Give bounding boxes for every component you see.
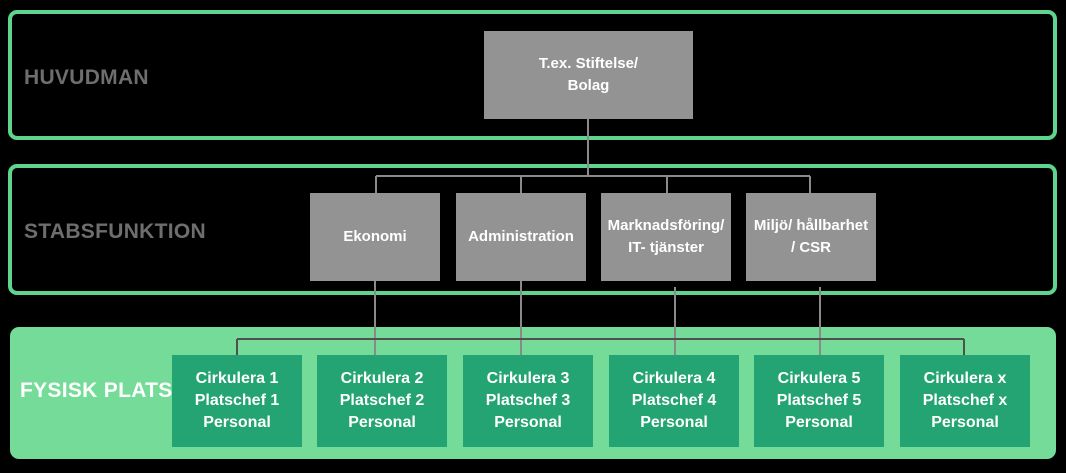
site-chef: Platschef 3	[485, 392, 571, 409]
box-site-x: Cirkulera x Platschef x Personal	[900, 355, 1030, 447]
site-chef: Platschef 5	[776, 392, 862, 409]
site-staff: Personal	[203, 414, 271, 431]
box-staff-line2: / CSR	[790, 239, 831, 256]
box-staff-line1: Ekonomi	[343, 228, 407, 245]
box-top-line2: Bolag	[567, 77, 610, 94]
box-site-5: Cirkulera 5 Platschef 5 Personal	[754, 355, 884, 447]
box-top-line1: T.ex. Stiftelse/	[538, 55, 639, 72]
site-name: Cirkulera x	[923, 370, 1007, 387]
site-staff: Personal	[931, 414, 999, 431]
band-label-stabsfunktion: STABSFUNKTION	[24, 220, 206, 243]
site-name: Cirkulera 2	[340, 370, 424, 387]
site-staff: Personal	[494, 414, 562, 431]
band-label-fysisk-plats: FYSISK PLATS	[20, 379, 173, 402]
box-staff-line1: Marknadsföring/	[607, 217, 725, 234]
site-chef: Platschef 2	[339, 392, 425, 409]
site-staff: Personal	[348, 414, 416, 431]
box-site-3: Cirkulera 3 Platschef 3 Personal	[463, 355, 593, 447]
box-staff-miljo: Miljö/ hållbarhet / CSR	[746, 193, 876, 281]
site-chef: Platschef 1	[194, 392, 280, 409]
box-staff-line1: Administration	[468, 228, 574, 245]
box-staff-line2: IT- tjänster	[628, 239, 704, 256]
box-staff-ekonomi: Ekonomi	[310, 193, 440, 281]
box-staff-administration: Administration	[456, 193, 586, 281]
site-staff: Personal	[640, 414, 708, 431]
box-site-1: Cirkulera 1 Platschef 1 Personal	[172, 355, 302, 447]
site-name: Cirkulera 4	[632, 370, 716, 387]
box-staff-line1: Miljö/ hållbarhet	[753, 217, 869, 234]
box-site-4: Cirkulera 4 Platschef 4 Personal	[609, 355, 739, 447]
site-chef: Platschef x	[922, 392, 1008, 409]
band-label-huvudman: HUVUDMAN	[24, 66, 149, 89]
site-name: Cirkulera 5	[777, 370, 861, 387]
box-staff-marknadsforing: Marknadsföring/ IT- tjänster	[601, 193, 731, 281]
site-name: Cirkulera 1	[195, 370, 279, 387]
box-top-organization: T.ex. Stiftelse/ Bolag	[484, 31, 693, 119]
site-staff: Personal	[785, 414, 853, 431]
site-chef: Platschef 4	[631, 392, 717, 409]
site-name: Cirkulera 3	[486, 370, 570, 387]
box-site-2: Cirkulera 2 Platschef 2 Personal	[317, 355, 447, 447]
